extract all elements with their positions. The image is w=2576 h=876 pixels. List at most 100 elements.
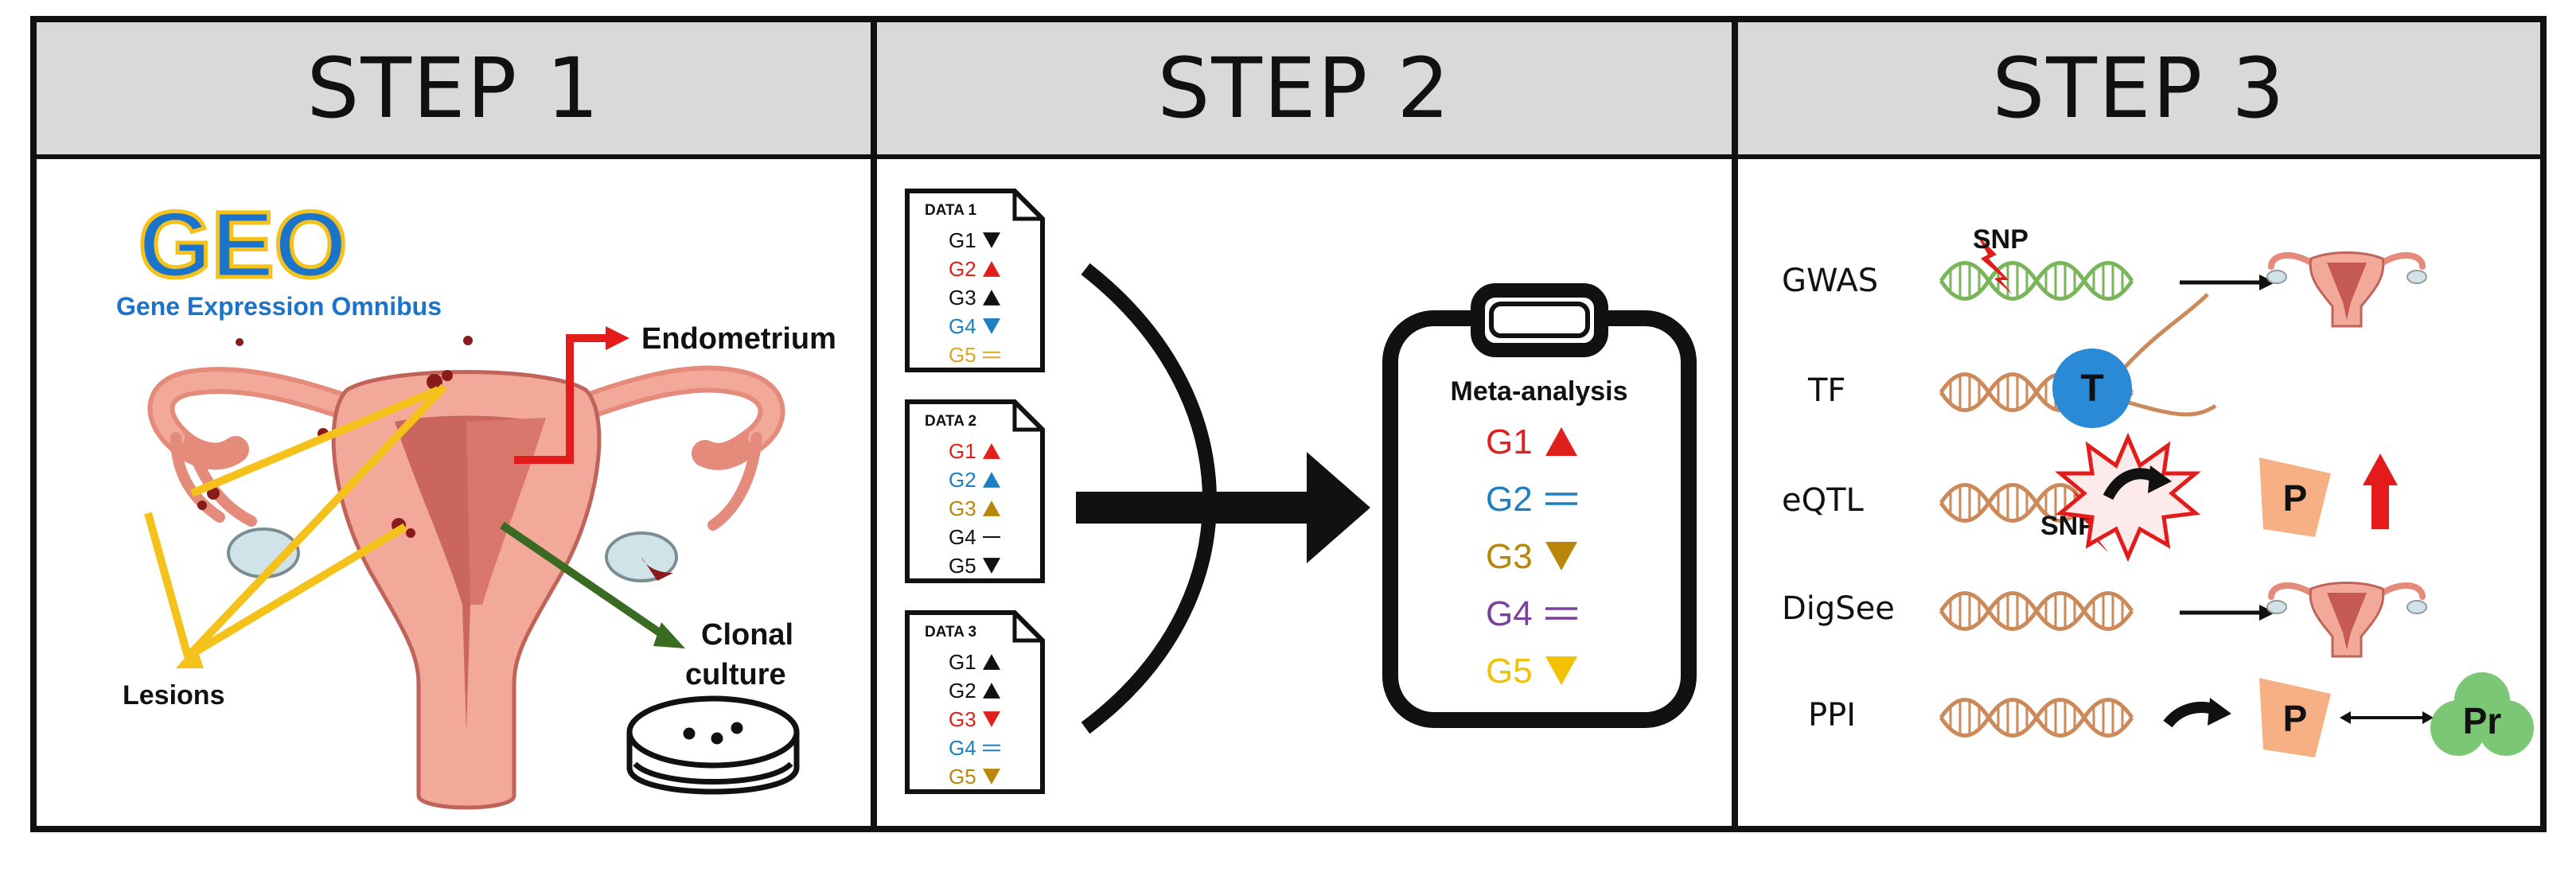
gene-label: G1 [949, 228, 976, 252]
gene-trend-marker [983, 261, 1000, 277]
meta-gene-label: G5 [1486, 652, 1533, 691]
row-label-digsee: DigSee [1782, 590, 1895, 627]
uterus-icon-digsee [2267, 583, 2426, 657]
meta-gene-label: G3 [1486, 537, 1533, 576]
lesion-arrows [144, 383, 447, 660]
step1-body: GEO Gene Expression Omnibus [37, 159, 871, 826]
gene-label: G5 [949, 554, 976, 578]
meta-gene-label: G2 [1486, 480, 1533, 519]
uterus-icon-gwas [2267, 253, 2426, 327]
clonal-arrow [500, 521, 668, 640]
figure-frame: STEP 1 GEO Gene Expression Omnibus [30, 16, 2547, 832]
dna-icon-gwas [1941, 263, 2132, 299]
step3-title: STEP 3 [1992, 40, 2286, 137]
tf-circle [2052, 348, 2132, 428]
partner-protein-icon [2430, 672, 2534, 756]
meta-gene-trend-marker [1545, 427, 1577, 456]
geo-subtitle: Gene Expression Omnibus [116, 292, 442, 321]
row-label-gwas: GWAS [1782, 263, 1878, 299]
gene-trend-marker [983, 318, 1000, 334]
gene-label: G2 [949, 468, 976, 492]
uterus-icon [147, 336, 785, 810]
gene-trend-marker [983, 351, 1000, 359]
row-label-eqtl: eQTL [1782, 482, 1865, 519]
partner-label: Pr [2463, 700, 2502, 742]
gene-label: G5 [949, 343, 976, 367]
gene-label: G2 [949, 257, 976, 281]
lesions-label: Lesions [123, 680, 224, 711]
geo-logo: GEO Gene Expression Omnibus [116, 191, 442, 321]
meta-analysis-title: Meta-analysis [1451, 376, 1628, 407]
meta-gene-label: G4 [1486, 594, 1533, 633]
divider-1 [871, 22, 877, 826]
merge-arrow-shaft [1076, 492, 1311, 524]
meta-gene-trend-marker [1545, 607, 1577, 620]
clipboard-icon [1382, 283, 1697, 728]
clonal-label-line2: culture [685, 658, 786, 691]
dataset-title: DATA 3 [925, 624, 976, 640]
gene-label: G3 [949, 707, 976, 731]
gene-trend-marker [983, 654, 1000, 670]
gene-trend-marker [983, 769, 1000, 785]
gene-trend-marker [983, 472, 1000, 488]
step1-illustration: GEO Gene Expression Omnibus [116, 191, 836, 810]
gene-trend-marker [983, 500, 1000, 516]
dna-icon-ppi [1941, 700, 2132, 736]
gene-label: G2 [949, 679, 976, 703]
gene-trend-marker [983, 443, 1000, 459]
meta-gene-trend-marker [1545, 493, 1577, 505]
protein-label-eqtl: P [2283, 477, 2308, 519]
dataset-title: DATA 1 [925, 202, 977, 219]
burst-icon [2055, 432, 2201, 563]
protein-label-ppi: P [2283, 698, 2308, 739]
gene-label: G1 [949, 650, 976, 674]
meta-gene-label: G1 [1486, 422, 1533, 461]
step1-title: STEP 1 [306, 40, 601, 137]
gene-label: G3 [949, 286, 976, 310]
clonal-label-line1: Clonal [701, 618, 793, 652]
dataset-title: DATA 2 [925, 413, 976, 430]
step2-title: STEP 2 [1157, 40, 1452, 137]
row-label-tf: TF [1807, 372, 1845, 409]
divider-2 [1732, 22, 1738, 826]
gene-trend-marker [983, 290, 1000, 306]
snp-bolt-gwas [1977, 235, 2013, 294]
gene-label: G5 [949, 765, 976, 788]
endometrium-arrow [514, 326, 629, 464]
petri-dish-icon [626, 695, 800, 795]
gene-trend-marker [983, 711, 1000, 727]
step3-illustration: GWAS TF eQTL DigSee PPI SNP T [1782, 224, 2534, 757]
merge-arrow-head [1307, 452, 1370, 563]
step3-body: GWAS TF eQTL DigSee PPI SNP T [1738, 159, 2540, 826]
step1-panel: STEP 1 GEO Gene Expression Omnibus [37, 22, 871, 826]
meta-gene-trend-marker [1545, 656, 1577, 685]
snp-label-gwas: SNP [1973, 224, 2028, 255]
gene-label: G4 [949, 736, 976, 760]
step3-panel: STEP 3 [1738, 22, 2540, 826]
gene-label: G1 [949, 439, 976, 463]
tf-label: T [2080, 368, 2103, 410]
upregulation-arrow [2371, 481, 2389, 529]
gene-trend-marker [983, 232, 1000, 248]
step2-header: STEP 2 [877, 22, 1732, 159]
gene-trend-marker [983, 558, 1000, 574]
gene-trend-marker [983, 744, 1000, 752]
endometrium-label: Endometrium [641, 322, 836, 356]
step1-header: STEP 1 [37, 22, 871, 159]
gene-label: G4 [949, 525, 976, 549]
meta-gene-trend-marker [1545, 542, 1577, 570]
gene-label: G3 [949, 496, 976, 520]
dna-icon-digsee [1941, 594, 2132, 629]
geo-wordmark: GEO [138, 193, 347, 298]
row-label-ppi: PPI [1808, 697, 1856, 734]
gene-label: G4 [949, 314, 976, 338]
step3-header: STEP 3 [1738, 22, 2540, 159]
